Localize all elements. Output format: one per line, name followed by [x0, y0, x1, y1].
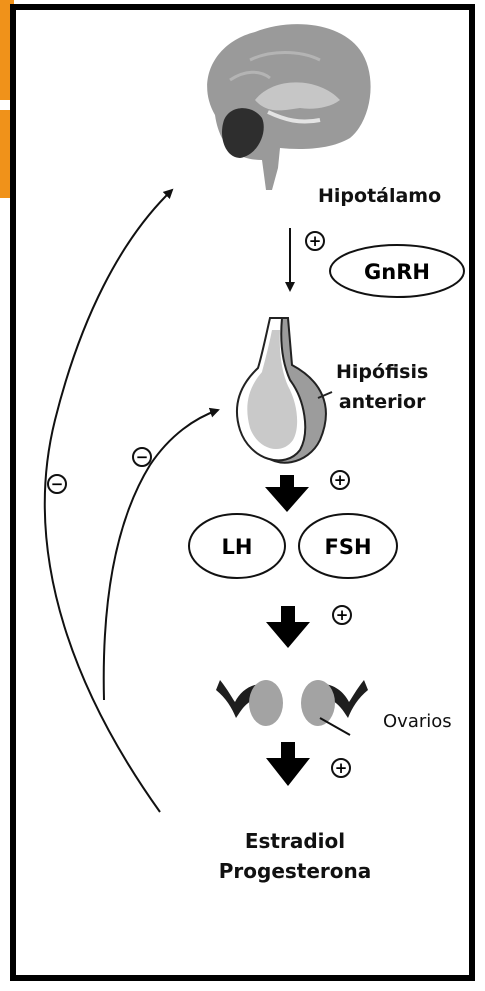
negative-sign-hypothalamus: − — [48, 475, 66, 493]
thick-arrow-gonadotropins-to-ovaries — [266, 606, 310, 648]
estradiol-label: Estradiol — [175, 826, 415, 856]
svg-text:+: + — [334, 471, 347, 489]
pituitary-label: Hipófisis anterior — [336, 357, 428, 417]
svg-text:−: − — [136, 448, 149, 466]
hypothalamus-label: Hipotálamo — [318, 185, 441, 207]
svg-text:−: − — [51, 475, 64, 493]
positive-sign-1: + — [331, 471, 349, 489]
svg-text:FSH: FSH — [324, 535, 371, 559]
fsh-oval: FSH — [299, 514, 397, 578]
pituitary-label-line2: anterior — [336, 387, 428, 417]
positive-sign-3: + — [332, 759, 350, 777]
feedback-arrow-to-hypothalamus — [45, 190, 172, 812]
pituitary-label-line1: Hipófisis — [336, 357, 428, 387]
svg-text:+: + — [336, 606, 349, 624]
svg-text:+: + — [309, 232, 322, 250]
steroids-label: Estradiol Progesterona — [175, 826, 415, 886]
brain-illustration — [207, 24, 370, 190]
thick-arrow-pituitary-to-gonadotropins — [265, 475, 309, 512]
ovaries-illustration — [216, 680, 368, 735]
pituitary-illustration — [237, 318, 332, 463]
gnrh-oval: GnRH — [330, 245, 464, 297]
svg-text:+: + — [335, 759, 348, 777]
svg-text:GnRH: GnRH — [364, 260, 430, 284]
lh-oval: LH — [189, 514, 285, 578]
negative-sign-pituitary: − — [133, 448, 151, 466]
thick-arrow-ovaries-to-steroids — [266, 742, 310, 786]
positive-sign-2: + — [333, 606, 351, 624]
progesterone-label: Progesterona — [175, 856, 415, 886]
svg-text:LH: LH — [222, 535, 253, 559]
ovaries-label: Ovarios — [383, 711, 452, 732]
positive-sign-gnrh: + — [306, 232, 324, 250]
